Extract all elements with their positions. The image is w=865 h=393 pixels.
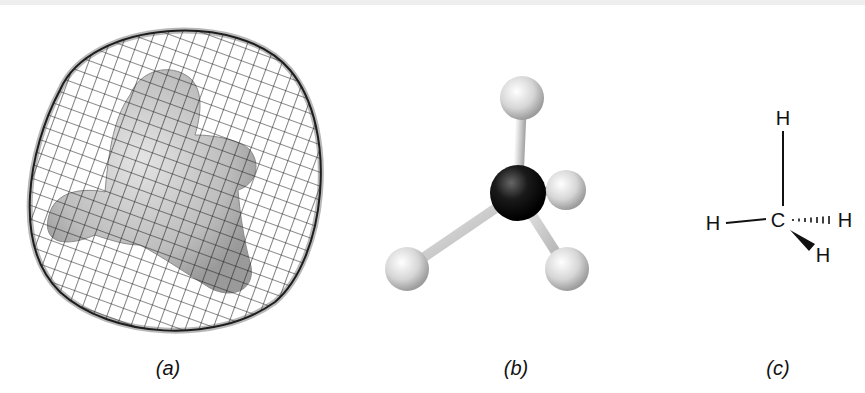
structural-bonds	[726, 131, 829, 251]
atom-symbol: C	[771, 210, 785, 230]
atom-symbol: H	[776, 108, 790, 128]
panel-label: (b)	[504, 358, 528, 378]
atom-symbol: H	[706, 213, 720, 233]
atom-symbol: H	[838, 210, 852, 230]
ball-and-stick-model	[385, 76, 589, 291]
panel-label: (c)	[766, 358, 789, 378]
top-strip	[0, 0, 865, 5]
atom-symbol: H	[816, 245, 830, 265]
panel-label: (a)	[156, 358, 180, 378]
density-surface	[30, 31, 321, 331]
